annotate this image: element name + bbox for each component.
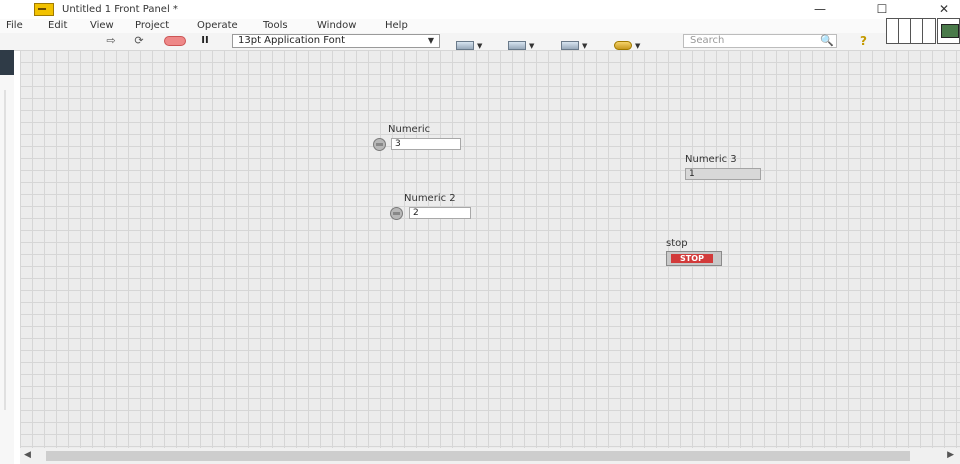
menu-bar: File Edit View Project Operate Tools Win… [0,19,960,33]
scroll-left-icon[interactable]: ◀ [24,450,31,460]
numeric-2-control[interactable]: 2 [409,207,471,219]
resize-objects-icon [561,41,579,50]
stop-button-text: STOP [671,254,713,263]
dark-panel-edge [0,50,14,75]
menu-help[interactable]: Help [385,20,408,31]
help-icon[interactable]: ? [860,34,867,48]
menu-tools[interactable]: Tools [263,20,288,31]
align-objects-tool[interactable]: ▼ [456,35,490,50]
reorder-tool[interactable]: ▼ [614,35,648,50]
scrollbar-thumb[interactable] [46,451,910,461]
front-panel-canvas[interactable]: Numeric 3 Numeric 3 1 Numeric 2 2 stop S… [20,50,960,448]
search-input[interactable]: Search [683,34,837,48]
chevron-down-icon: ▼ [635,41,641,50]
toolbar: ⇨ ⟳ II 13pt Application Font ▼ ▼ ▼ ▼ ▼ S… [0,33,960,51]
connector-pane-icon[interactable] [886,18,936,44]
numeric-3-label: Numeric 3 [685,154,737,165]
chevron-down-icon: ▼ [477,41,483,50]
minimize-button[interactable]: — [814,2,826,16]
run-arrow-icon[interactable]: ⇨ [106,34,116,47]
font-dropdown[interactable]: 13pt Application Font ▼ [232,34,440,48]
menu-view[interactable]: View [90,20,114,31]
window-title: Untitled 1 Front Panel * [62,4,178,15]
chevron-down-icon: ▼ [427,36,434,45]
run-continuously-icon[interactable]: ⟳ [134,34,144,47]
resize-objects-tool[interactable]: ▼ [561,35,595,50]
search-icon[interactable]: 🔍 [820,34,834,47]
menu-project[interactable]: Project [135,20,170,31]
font-dropdown-value: 13pt Application Font [238,35,345,46]
numeric-2-increment-icon[interactable] [390,207,403,220]
abort-execution-icon[interactable] [164,36,186,46]
vi-icon[interactable] [937,18,960,44]
numeric-label: Numeric [388,124,431,135]
title-bar: Untitled 1 Front Panel * — ☐ ✕ [0,0,960,20]
chevron-down-icon: ▼ [529,41,535,50]
distribute-objects-tool[interactable]: ▼ [508,35,542,50]
pause-icon[interactable]: II [201,35,209,46]
numeric-increment-icon[interactable] [373,138,386,151]
divider [4,90,6,410]
menu-file[interactable]: File [6,20,23,31]
horizontal-scrollbar[interactable]: ◀ ▶ [20,448,960,464]
numeric-3-indicator: 1 [685,168,761,180]
align-objects-icon [456,41,474,50]
menu-operate[interactable]: Operate [197,20,238,31]
close-button[interactable]: ✕ [938,2,950,16]
numeric-control[interactable]: 3 [391,138,461,150]
menu-edit[interactable]: Edit [48,20,68,31]
chevron-down-icon: ▼ [582,41,588,50]
numeric-2-label: Numeric 2 [404,193,456,204]
distribute-objects-icon [508,41,526,50]
left-strip [0,50,14,464]
scroll-right-icon[interactable]: ▶ [947,450,954,460]
labview-app-icon [34,3,54,16]
maximize-button[interactable]: ☐ [876,2,888,16]
stop-label: stop [666,238,688,249]
reorder-icon [614,41,632,50]
menu-window[interactable]: Window [317,20,357,31]
stop-button[interactable]: STOP [666,251,722,266]
